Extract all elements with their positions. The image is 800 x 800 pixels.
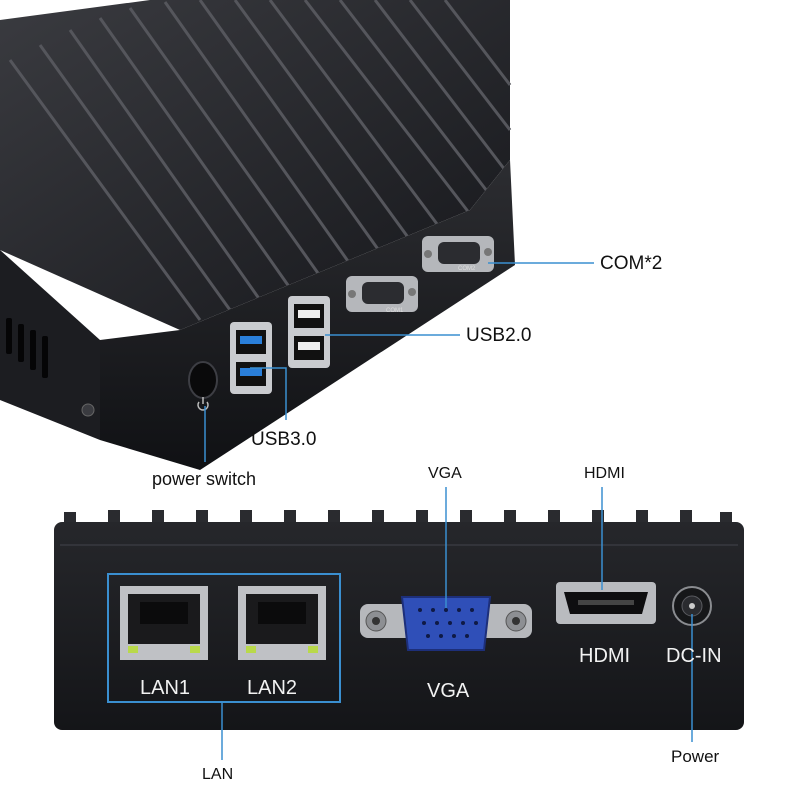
usb3-ports: [230, 322, 272, 394]
com2-port: [422, 236, 494, 272]
top-callout-lines: [204, 262, 594, 462]
hdmi-callout: HDMI: [584, 465, 625, 482]
vga-callout: VGA: [428, 465, 462, 482]
side-vents: [6, 318, 48, 378]
com2-port-mark: COM2: [458, 266, 476, 272]
side-face: [0, 250, 100, 440]
lan1-led: [128, 646, 138, 653]
power-button[interactable]: [188, 361, 218, 399]
usb2-ports: [288, 296, 330, 368]
screw: [81, 403, 95, 417]
power-icon: [197, 397, 209, 411]
lan-callout: LAN: [202, 766, 234, 783]
bottom-device: [54, 510, 744, 730]
lan2-led: [246, 646, 256, 653]
vga-port: [360, 596, 532, 651]
lan1-port: [120, 586, 208, 660]
hdmi-port: [556, 582, 656, 624]
lan-group-box: [107, 573, 341, 703]
usb3-callout: USB3.0: [251, 429, 317, 450]
top-device: [0, 0, 515, 470]
power-switch-callout: power switch: [152, 469, 257, 489]
usb2-callout: USB2.0: [466, 325, 532, 346]
vga-panel-label: VGA: [427, 680, 470, 702]
lan1-panel-label: LAN1: [140, 677, 191, 699]
com-ports-callout: COM*2: [600, 253, 663, 274]
dc-in-panel-label: DC-IN: [666, 645, 722, 667]
bottom-callout-lines: [221, 487, 693, 760]
com1-port: [346, 276, 418, 312]
lan2-port: [238, 586, 326, 660]
lan2-panel-label: LAN2: [247, 677, 298, 699]
com1-port-mark: COM1: [386, 308, 404, 314]
heatsink-top: [0, 0, 510, 330]
power-callout: Power: [671, 747, 720, 766]
hdmi-panel-label: HDMI: [579, 645, 631, 667]
heatsink-fins: [8, 0, 512, 321]
